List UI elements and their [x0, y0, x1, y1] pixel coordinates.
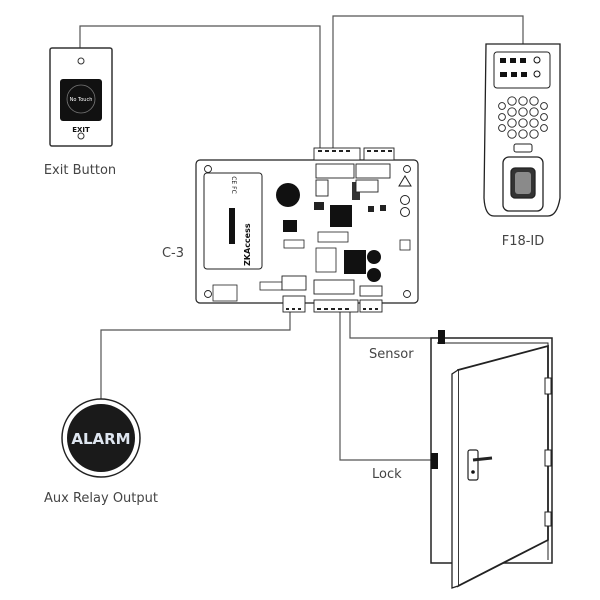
door-lock — [431, 453, 438, 469]
controller-top-terminals — [313, 147, 395, 197]
wire-exit-button — [79, 25, 321, 150]
wire-lock — [339, 312, 431, 461]
exit-button-top-text: No Touch — [70, 97, 93, 103]
reader-indicator — [513, 143, 533, 153]
reader-screen — [493, 51, 551, 89]
door — [430, 330, 553, 589]
exit-button-touch-area — [66, 84, 96, 114]
aux-relay-label: Aux Relay Output — [44, 491, 158, 506]
wiring — [79, 15, 524, 461]
door-handle-plate — [467, 449, 479, 481]
controller-board: CE FC ZKAccess — [195, 147, 419, 313]
reader-fingerprint-glass — [515, 172, 531, 194]
exit-button-bottom-text: EXIT — [72, 126, 90, 134]
exit-button-label: Exit Button — [44, 163, 116, 178]
exit-button-device: No Touch EXIT — [49, 47, 113, 147]
door-leaf-edge — [451, 369, 459, 589]
door-hinge-bottom — [544, 511, 552, 527]
wire-aux-relay — [100, 312, 291, 400]
door-hinge-top — [544, 377, 552, 395]
controller-barcode — [229, 208, 235, 244]
controller-label: C-3 — [162, 246, 184, 261]
controller-bottom-terminals — [281, 275, 383, 313]
alarm-text: ALARM — [71, 430, 130, 448]
door-sensor — [438, 330, 445, 344]
door-keyhole — [471, 470, 475, 474]
alarm-face — [67, 404, 135, 472]
alarm-device: ALARM — [61, 398, 141, 478]
wire-sensor — [349, 312, 441, 339]
lock-label: Lock — [372, 467, 402, 482]
controller-brand-text: ZKAccess — [243, 223, 252, 266]
controller-cert-text: CE FC — [230, 176, 237, 194]
controller-battery — [276, 183, 300, 207]
exit-button-screw-bottom — [77, 132, 85, 140]
door-hinge-mid — [544, 449, 552, 467]
reader-device — [483, 43, 561, 217]
wire-reader — [332, 15, 524, 150]
exit-button-screw-top — [77, 57, 85, 65]
reader-label: F18-ID — [502, 234, 545, 249]
reader-function-icons — [500, 56, 541, 78]
reader-keypad — [498, 96, 548, 139]
sensor-label: Sensor — [369, 347, 414, 362]
door-handle-lever — [472, 456, 493, 462]
